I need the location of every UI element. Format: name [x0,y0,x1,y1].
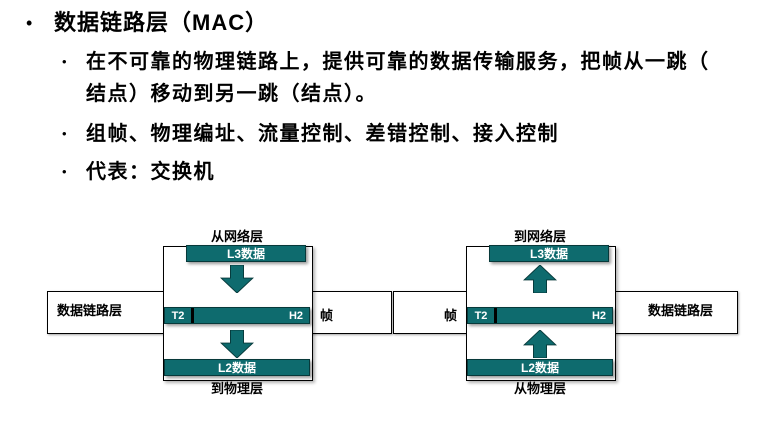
frame-divider [191,308,194,323]
t2-cell: T2 [171,309,185,322]
t2-cell: T2 [474,309,488,322]
top-layer-label: 从网络层 [210,229,263,244]
page-title: 数据链路层（MAC） [54,10,269,35]
frame-divider [494,308,497,323]
layer-label: 数据链路层 [57,303,123,318]
frame-label: 帧 [320,308,334,323]
title-row: • 数据链路层（MAC） [26,8,268,38]
bottom-layer-label: 到物理层 [210,381,263,396]
up-arrow-icon [523,265,557,293]
bullet-icon: • [62,126,67,141]
h2-cell: H2 [591,309,607,322]
frame-payload [194,308,283,323]
l3-data-bar: L3数据 [186,245,306,262]
bullet-text: 在不可靠的物理链路上，提供可靠的数据传输服务，把帧从一跳（ 结点）移动到另一跳（… [86,46,710,110]
frame-payload [497,308,586,323]
bullet-line: 在不可靠的物理链路上，提供可靠的数据传输服务，把帧从一跳（ [86,51,710,73]
top-layer-label: 到网络层 [513,229,566,244]
frame-bar: T2 H2 [164,307,310,324]
bullet-text: 组帧、物理编址、流量控制、差错控制、接入控制 [86,118,559,150]
bullet-item: • 代表：交换机 [62,156,768,188]
down-arrow-icon [220,265,254,293]
bullet-icon: • [62,54,67,69]
down-arrow-icon [220,330,254,358]
l2-data-bar: L2数据 [164,359,310,376]
l3-data-bar: L3数据 [489,245,609,262]
bullet-item: • 在不可靠的物理链路上，提供可靠的数据传输服务，把帧从一跳（ 结点）移动到另一… [62,46,768,110]
bullet-item: • 组帧、物理编址、流量控制、差错控制、接入控制 [62,118,768,150]
bullet-icon: • [26,13,33,33]
bullet-line: 组帧、物理编址、流量控制、差错控制、接入控制 [86,123,559,145]
frame-bar: T2 H2 [467,307,613,324]
bullet-line: 结点）移动到另一跳（结点）。 [86,83,377,105]
up-arrow-icon [523,330,557,358]
bullet-line: 代表：交换机 [86,161,215,183]
h2-cell: H2 [288,309,304,322]
layer-label: 数据链路层 [648,303,714,318]
bottom-layer-label: 从物理层 [513,381,566,396]
l2-data-bar: L2数据 [467,359,613,376]
bullet-text: 代表：交换机 [86,156,215,188]
frame-label: 帧 [444,308,458,323]
bullet-icon: • [62,164,67,179]
